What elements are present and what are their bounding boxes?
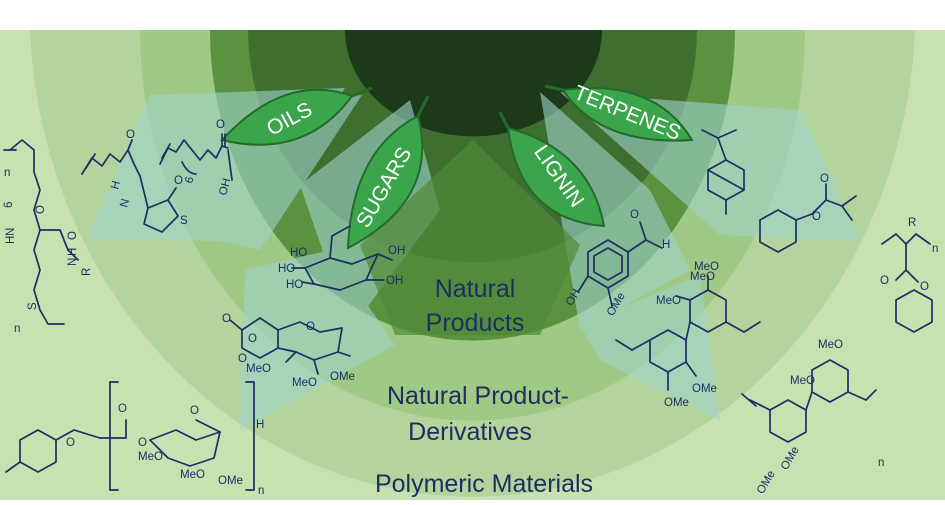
label-polymeric-materials: Polymeric Materials: [375, 470, 593, 498]
svg-text:OH: OH: [386, 275, 403, 287]
svg-text:6: 6: [183, 175, 196, 184]
svg-text:H: H: [109, 180, 123, 191]
svg-text:O: O: [126, 129, 135, 141]
svg-text:O: O: [630, 209, 639, 221]
center-wedge: [360, 140, 580, 335]
label-natural-product: Natural Product-: [387, 382, 569, 410]
svg-text:O: O: [222, 313, 231, 325]
svg-text:MeO: MeO: [180, 469, 205, 481]
svg-text:R: R: [908, 217, 916, 229]
svg-text:MeO: MeO: [656, 295, 681, 307]
svg-text:O: O: [920, 281, 929, 293]
svg-text:MeO: MeO: [818, 339, 843, 351]
svg-text:H: H: [256, 419, 264, 431]
terpene-methacrylate: O O: [759, 173, 857, 253]
svg-text:N: N: [118, 198, 132, 209]
light-beams: [88, 88, 860, 430]
svg-text:n: n: [14, 323, 20, 335]
label-products: Products: [426, 309, 525, 337]
svg-text:MeO: MeO: [138, 451, 163, 463]
sugar-carbonate: O O O O MeO MeO OMe: [222, 313, 355, 389]
svg-text:OH: OH: [217, 177, 233, 197]
svg-text:S: S: [27, 302, 39, 310]
label-derivatives: Derivatives: [408, 418, 532, 446]
svg-text:O: O: [880, 275, 889, 287]
svg-text:n: n: [878, 457, 884, 469]
svg-text:O: O: [174, 175, 183, 187]
svg-text:MeO: MeO: [246, 363, 271, 375]
svg-text:O: O: [248, 333, 257, 345]
svg-text:OH: OH: [388, 245, 405, 257]
svg-text:OMe: OMe: [218, 475, 243, 487]
svg-text:O: O: [238, 353, 247, 365]
svg-text:OMe: OMe: [664, 397, 689, 409]
svg-text:OMe: OMe: [692, 383, 717, 395]
svg-text:O: O: [118, 403, 127, 415]
svg-text:MeO: MeO: [694, 261, 719, 273]
leaf-oils: OILS: [220, 86, 373, 146]
leaf-lignin: LIGNIN: [498, 111, 606, 228]
svg-text:O: O: [306, 321, 315, 333]
svg-text:S: S: [180, 215, 188, 227]
svg-text:O: O: [820, 173, 829, 185]
svg-text:O: O: [190, 405, 199, 417]
svg-text:O: O: [216, 119, 225, 131]
polymer-polyamide: n 6 O N H O N H R S n: [3, 139, 93, 335]
oil-amide-thiolactone: O N H O S: [81, 129, 188, 233]
svg-text:HO: HO: [278, 263, 295, 275]
lignin-biphenyl: MeO MeO MeO OMe OMe: [615, 261, 761, 409]
svg-text:MeO: MeO: [292, 377, 317, 389]
svg-text:MeO: MeO: [790, 375, 815, 387]
svg-text:O: O: [138, 437, 147, 449]
svg-text:O: O: [812, 211, 821, 223]
svg-text:n: n: [258, 485, 264, 497]
svg-text:n: n: [4, 167, 10, 179]
svg-text:OMe: OMe: [330, 371, 355, 383]
svg-text:H: H: [5, 236, 17, 244]
svg-text:H: H: [662, 239, 670, 251]
svg-text:MeO: MeO: [690, 271, 715, 283]
label-natural: Natural: [435, 275, 516, 303]
svg-text:R: R: [81, 268, 93, 276]
svg-text:HO: HO: [290, 247, 307, 259]
svg-text:O: O: [67, 231, 79, 240]
terpene-pinene: [701, 129, 745, 215]
sugar-glucose: HO HO HO OH OH: [278, 225, 405, 291]
svg-text:N: N: [67, 258, 79, 266]
oil-fatty-acid: OH O 6: [159, 119, 233, 197]
svg-text:HO: HO: [286, 279, 303, 291]
svg-text:N: N: [5, 228, 17, 236]
svg-text:O: O: [35, 205, 47, 214]
polymer-terpene: R n O O: [880, 217, 938, 333]
polymer-polycarbonate: O O O O H MeO MeO OMe n: [5, 381, 264, 497]
beam-sugars-lower: [240, 250, 395, 430]
beam-lignin: [540, 92, 690, 330]
svg-text:O: O: [66, 437, 75, 449]
svg-text:n: n: [932, 243, 938, 255]
svg-text:6: 6: [3, 202, 15, 208]
svg-text:H: H: [67, 248, 79, 256]
